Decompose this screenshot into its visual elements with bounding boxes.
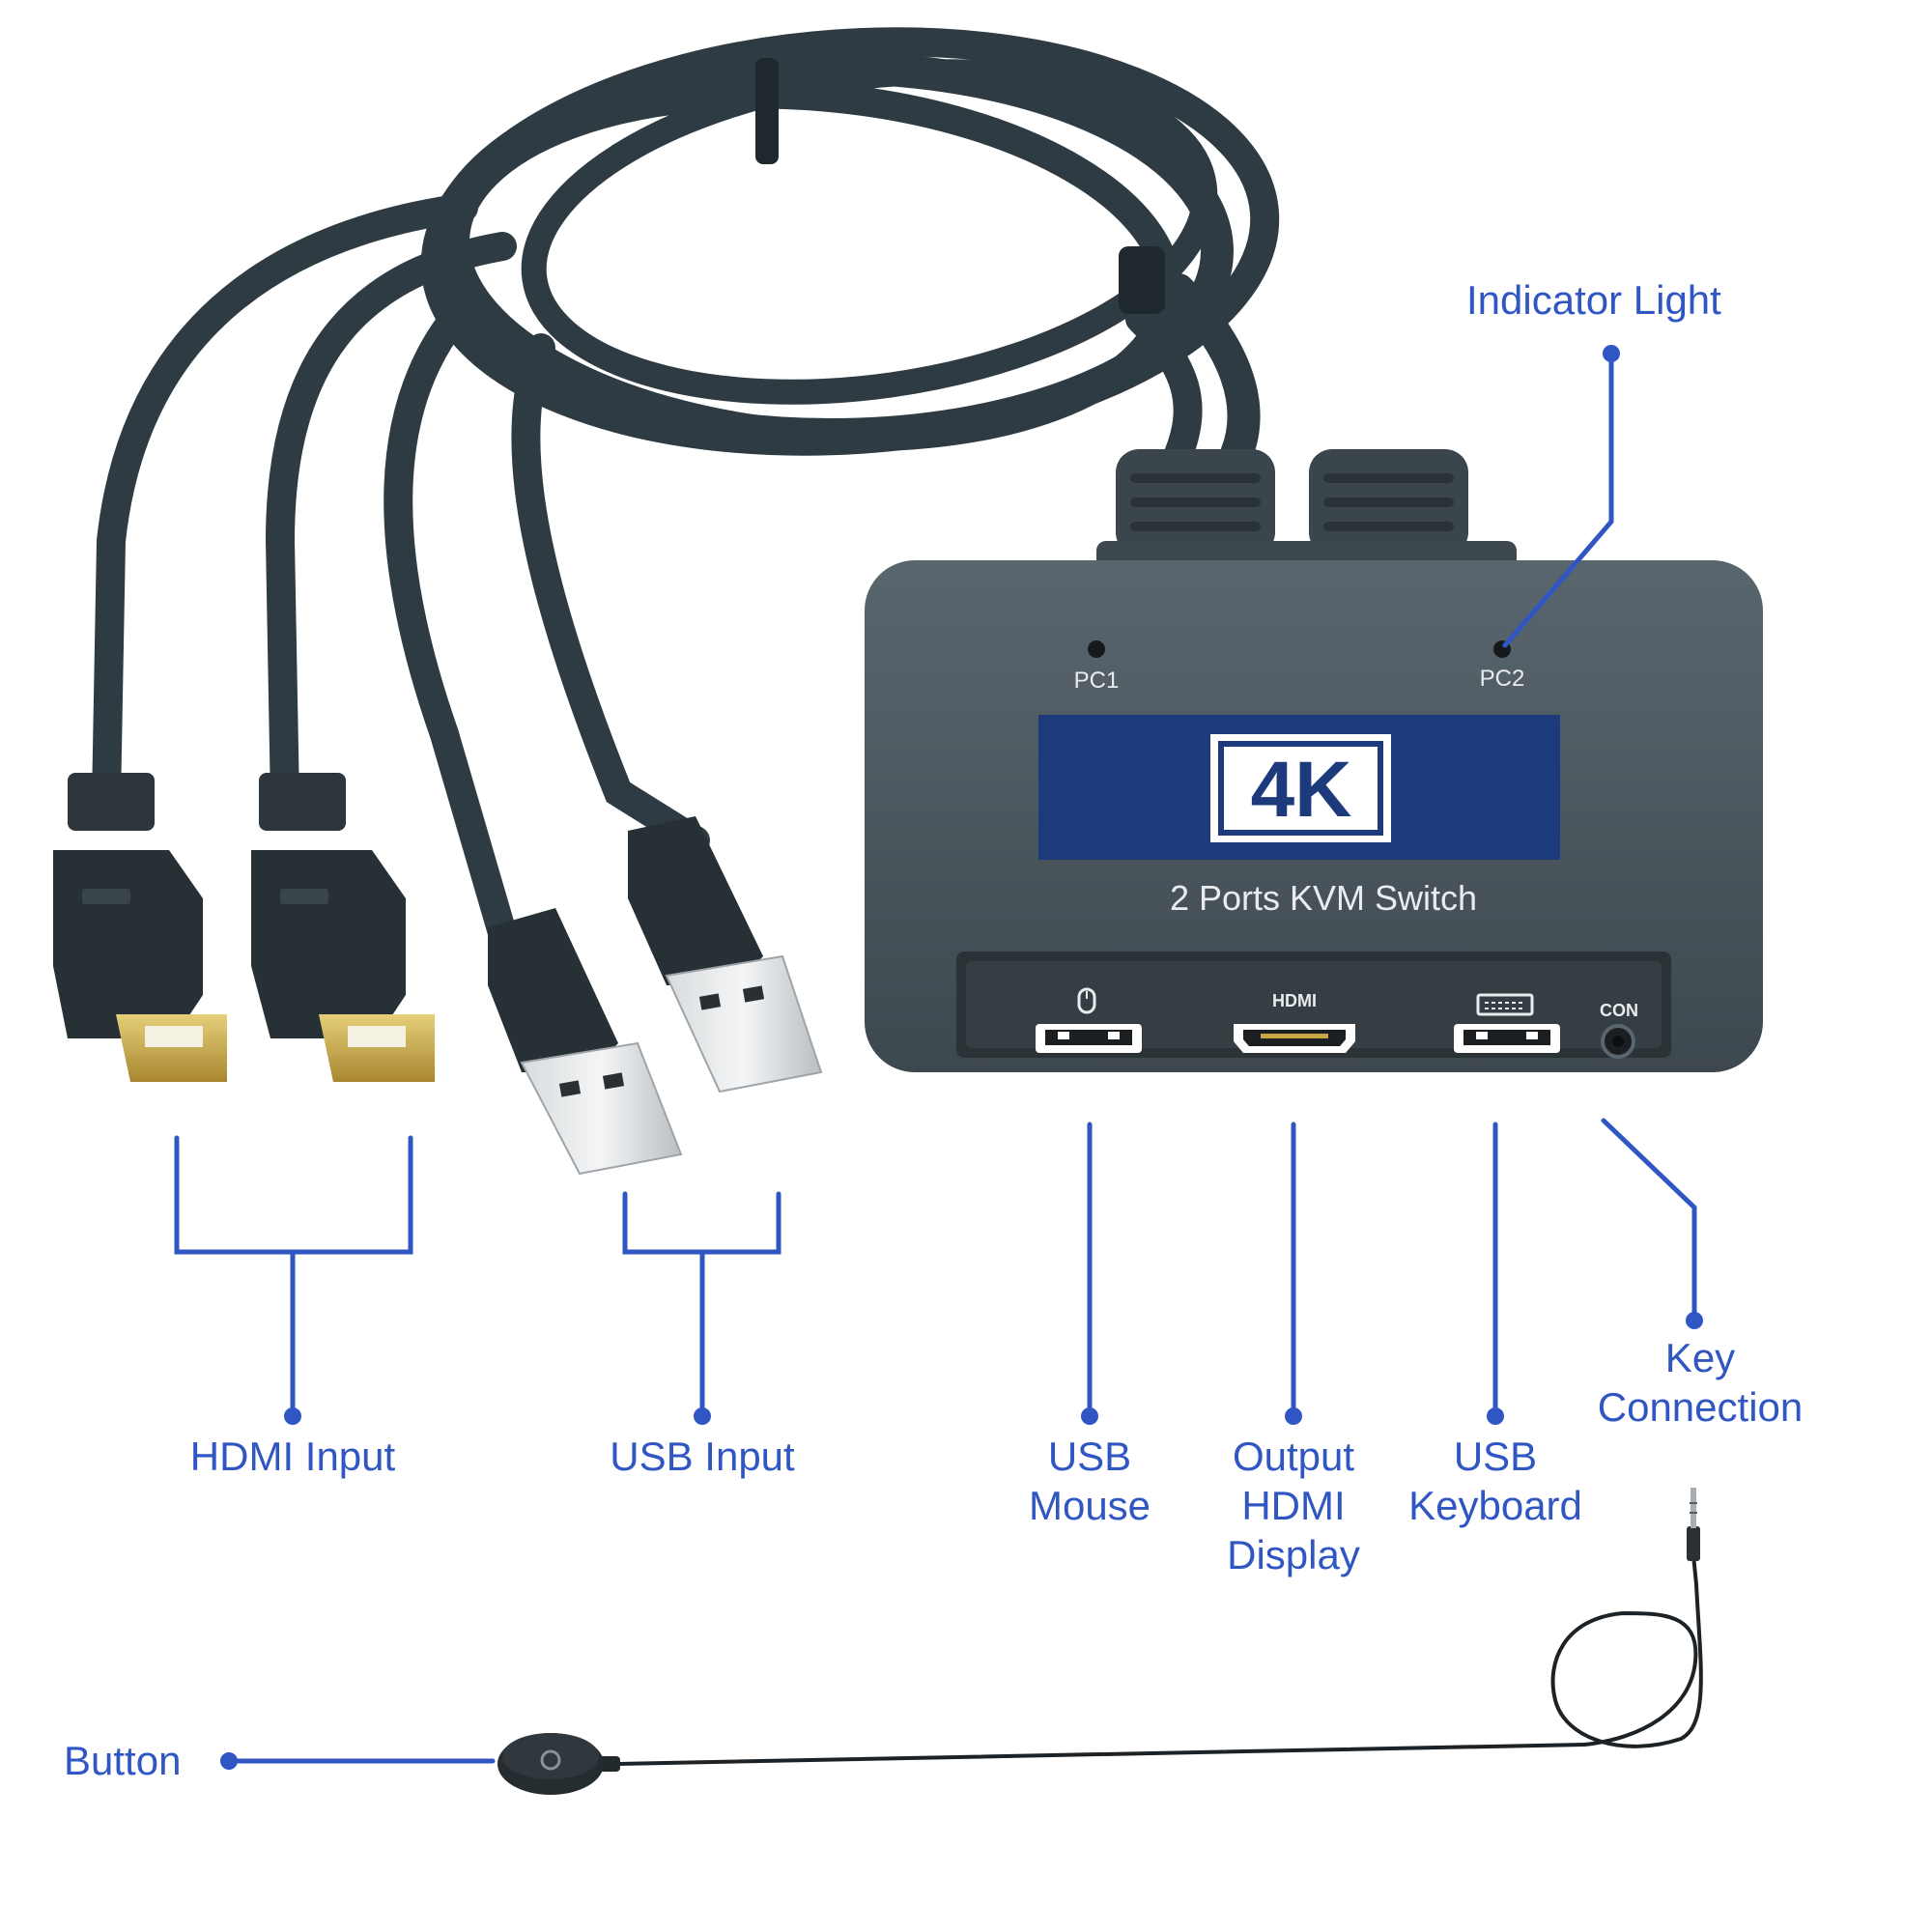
pc2-label: PC2	[1480, 666, 1525, 692]
mouse-icon	[1077, 987, 1096, 1014]
device-title: 2 Ports KVM Switch	[1170, 878, 1477, 918]
button-cable	[616, 1553, 1703, 1766]
output-hdmi-display-label: Output HDMI Display	[1227, 1434, 1360, 1577]
connector-cables	[92, 193, 710, 980]
usb-keyboard-label: USB Keyboard	[1408, 1434, 1582, 1528]
strain-relief-right	[1309, 449, 1468, 555]
badge-frame	[1210, 734, 1391, 842]
audio-plug	[1687, 1488, 1700, 1561]
hdmi-connector-2	[251, 773, 435, 1082]
cable-coil	[420, 27, 1280, 470]
keyboard-icon	[1476, 993, 1534, 1016]
usb-connector-2	[628, 816, 823, 1094]
strain-relief-left	[1116, 449, 1275, 555]
con-port-label: CON	[1600, 1001, 1638, 1020]
badge-4k: 4K	[1251, 746, 1352, 834]
usb-mouse-port	[1036, 1024, 1142, 1053]
usb-connector-1	[488, 908, 683, 1176]
remote-button	[497, 1733, 620, 1795]
callout-dots	[220, 345, 1703, 1770]
usb-input-label: USB Input	[610, 1434, 795, 1479]
hdmi-input-label: HDMI Input	[189, 1434, 396, 1479]
usb-keyboard-port	[1454, 1024, 1560, 1053]
pc1-label: PC1	[1074, 668, 1120, 694]
usb-mouse-label: USB Mouse	[1028, 1434, 1151, 1528]
hdmi-connector-1	[53, 773, 227, 1082]
hdmi-output-port	[1234, 1024, 1355, 1053]
button-switch-icon	[540, 1749, 561, 1771]
hdmi-port-label: HDMI	[1272, 991, 1317, 1010]
button-label: Button	[64, 1738, 182, 1783]
callout-lines	[174, 351, 1697, 1764]
pc1-led	[1088, 640, 1105, 658]
cable-tie	[755, 58, 779, 164]
cable-tie	[1119, 246, 1165, 314]
key-connection-label: Key Connection	[1597, 1335, 1804, 1430]
indicator-light-label: Indicator Light	[1466, 277, 1721, 323]
